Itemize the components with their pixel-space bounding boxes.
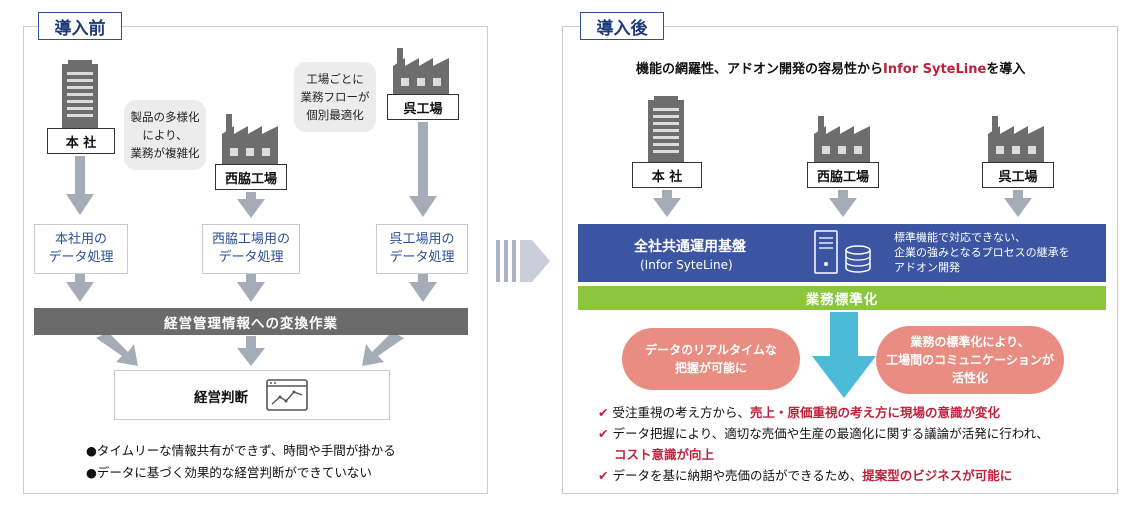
individual-optimization-bubble: 工場ごとに 業務フローが 個別最適化 — [294, 62, 376, 132]
check-icon: ✔ — [598, 405, 609, 420]
hq-building-icon — [62, 60, 98, 130]
decision-label: 経営判断 — [194, 390, 248, 406]
platform-note: 標準機能で対応できない、 企業の強みとなるプロセスの継承を アドオン開発 — [894, 231, 1070, 274]
result-item: ✔データ把握により、適切な売価や生産の最適化に関する議論が活発に行われ、 — [598, 426, 1049, 441]
kure-factory-icon — [393, 48, 449, 96]
check-icon: ✔ — [598, 468, 609, 483]
after-hq-label: 本 社 — [632, 162, 702, 188]
check-icon: ✔ — [598, 426, 609, 441]
platform-title: 全社共通運用基盤 — [634, 239, 746, 255]
complexity-bubble: 製品の多様化 により、 業務が複雑化 — [124, 100, 206, 170]
realtime-pill: データのリアルタイムな 把握が可能に — [622, 328, 800, 390]
communication-pill: 業務の標準化により、 工場間のコミュニケーションが 活性化 — [876, 326, 1064, 394]
after-hq-building-icon — [648, 96, 684, 166]
after-results-list: ✔受注重視の考え方から、売上・原価重視の考え方に現場の意識が変化 ✔データ把握に… — [598, 402, 1049, 486]
result-item-continuation: コスト意識が向上 — [614, 447, 715, 462]
before-hq-label: 本 社 — [47, 128, 115, 154]
after-nishiwaki-factory-icon — [814, 116, 870, 164]
chart-monitor-icon — [266, 379, 308, 411]
issue-item: ●データに基づく効果的な経営判断ができていない — [86, 465, 372, 480]
standardization-band: 業務標準化 — [578, 286, 1106, 310]
result-item: ✔受注重視の考え方から、売上・原価重視の考え方に現場の意識が変化 — [598, 405, 1001, 420]
server-database-icon — [814, 230, 871, 274]
nishiwaki-factory-icon — [222, 114, 278, 166]
after-nishiwaki-label: 西脇工場 — [807, 162, 879, 188]
after-kure-factory-icon — [988, 116, 1044, 164]
conversion-bar: 経営管理情報への変換作業 — [34, 308, 468, 335]
before-issues-list: ●タイムリーな情報共有ができず、時間や手間が掛かる ●データに基づく効果的な経営… — [86, 440, 396, 484]
platform-band — [578, 224, 1106, 282]
issue-item: ●タイムリーな情報共有ができず、時間や手間が掛かる — [86, 443, 396, 458]
platform-subtitle: (Infor SyteLine) — [640, 258, 733, 272]
nishiwaki-data-processing: 西脇工場用の データ処理 — [202, 224, 300, 274]
before-nishiwaki-label: 西脇工場 — [215, 164, 287, 190]
result-item: ✔データを基に納期や売価の話ができるため、提案型のビジネスが可能に — [598, 468, 1013, 483]
before-tag: 導入前 — [38, 12, 122, 40]
after-tag: 導入後 — [580, 12, 664, 40]
after-kure-label: 呉工場 — [982, 162, 1054, 188]
hq-data-processing: 本社用の データ処理 — [34, 224, 128, 274]
before-kure-label: 呉工場 — [387, 94, 459, 120]
after-headline: 機能の網羅性、アドオン開発の容易性からInfor SyteLineを導入 — [636, 62, 1026, 77]
decision-box — [114, 370, 390, 420]
transition-arrow-icon — [496, 240, 550, 282]
kure-data-processing: 呉工場用の データ処理 — [376, 224, 468, 274]
